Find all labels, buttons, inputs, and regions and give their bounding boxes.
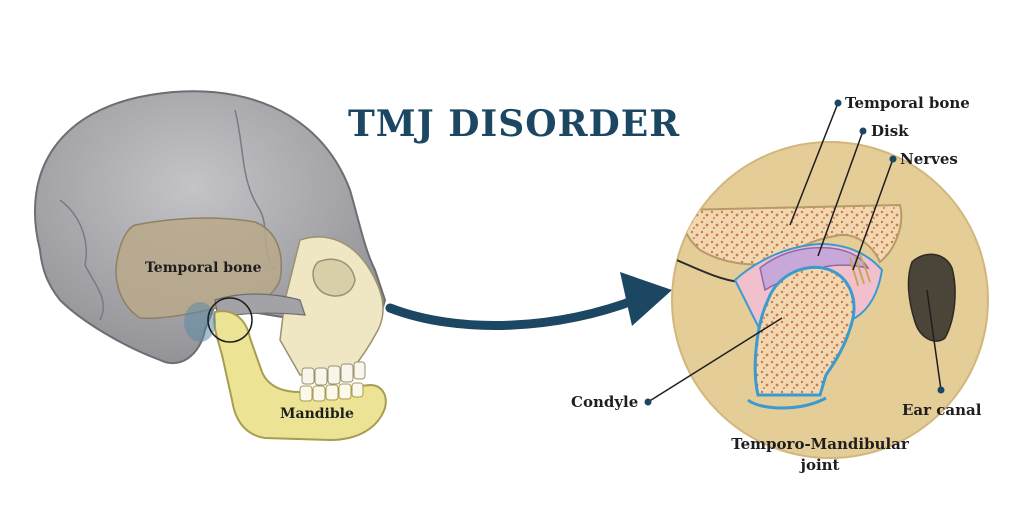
- closeup-condyle-label: Condyle: [571, 393, 638, 411]
- skull-mandible-label: Mandible: [280, 406, 354, 422]
- ear-region-shadow: [184, 302, 216, 342]
- pointer-arrowhead: [620, 272, 672, 326]
- closeup-nerves: [849, 254, 871, 287]
- joint-caption-line1: Temporo-Mandibular: [731, 435, 910, 453]
- lower-teeth: [299, 382, 364, 402]
- joint-highlight-circle: [207, 297, 253, 343]
- joint-closeup: [671, 141, 989, 459]
- lambdoid-suture: [59, 199, 105, 321]
- page-title: TMJ DISORDER: [348, 103, 680, 145]
- closeup-tissue-line: [672, 257, 741, 283]
- leader-lines: [647, 102, 942, 403]
- skull-temporal-bone-label: Temporal bone: [145, 260, 262, 276]
- leader-dots: [644, 99, 945, 406]
- closeup-ear-canal-label: Ear canal: [902, 401, 982, 419]
- closeup-temporal-bone-label: Temporal bone: [845, 94, 970, 112]
- pointer-arrow: [385, 293, 645, 330]
- closeup-condyle: [753, 265, 856, 397]
- skull-illustration: Temporal bone Mandible: [34, 90, 387, 442]
- mandible-bone: [213, 310, 387, 442]
- upper-teeth: [301, 361, 366, 386]
- closeup-disk-label: Disk: [871, 122, 909, 140]
- closeup-ramus: [747, 396, 827, 410]
- closeup-ear-canal: [907, 253, 956, 342]
- eye-socket: [312, 258, 356, 297]
- joint-caption-line2: joint: [799, 456, 840, 474]
- closeup-nerves-label: Nerves: [900, 150, 958, 168]
